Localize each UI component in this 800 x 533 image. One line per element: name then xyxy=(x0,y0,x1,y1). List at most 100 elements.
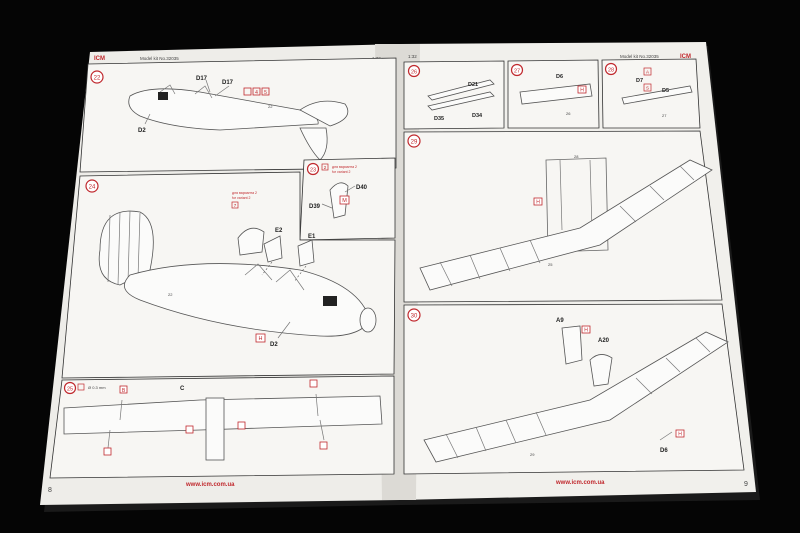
label-e2: E2 xyxy=(275,228,283,234)
ref-28: 28 xyxy=(574,154,579,159)
label-d35: D35 xyxy=(434,116,444,122)
paint-flag-5-text: 5 xyxy=(264,90,267,96)
color-h-30b xyxy=(675,429,685,438)
wing-30 xyxy=(423,331,729,463)
step-22-number: 22 xyxy=(94,76,101,82)
ref-27: 27 xyxy=(662,113,667,118)
ref-25: 25 xyxy=(548,262,553,267)
variant-flag-23-text: 2 xyxy=(324,165,327,170)
color-h-30a-text: H xyxy=(584,328,588,334)
label-d2-24: D2 xyxy=(270,342,278,348)
left-page: Model kit No.32035 ICM 1:32 22 D17 D17 D… xyxy=(40,44,400,505)
cockpit-outline-22a xyxy=(159,84,176,95)
fuselage-drawing-22 xyxy=(128,88,319,131)
step-27-badge xyxy=(510,63,524,77)
label-d7: D7 xyxy=(636,78,643,84)
color-h-27-text: H xyxy=(580,88,584,94)
tail-fin-ribs-24 xyxy=(107,210,141,286)
label-d5: D5 xyxy=(662,88,669,94)
strut-29b xyxy=(589,159,593,231)
step-29-number: 29 xyxy=(411,140,418,146)
part-d34-drawing xyxy=(427,91,495,111)
variant-en-24: for variant 2 xyxy=(232,196,251,200)
label-d39: D39 xyxy=(309,204,321,210)
wing-ribs-29 xyxy=(439,165,695,287)
variant-ru-23: для варианта 2 xyxy=(332,165,357,169)
paint-flag-a-28 xyxy=(643,67,652,76)
fuselage-drawing-24 xyxy=(123,263,371,337)
left-page-number: 8 xyxy=(48,487,52,494)
right-page-number: 9 xyxy=(744,481,748,488)
cockpit-a-24 xyxy=(244,263,273,281)
paint-flag-4-22 xyxy=(252,87,261,96)
leader-d40 xyxy=(344,185,356,193)
label-c: C xyxy=(180,386,185,392)
step-24-number: 24 xyxy=(89,185,96,191)
windscreen-e2 xyxy=(263,235,283,263)
label-d6-27: D6 xyxy=(556,74,563,80)
step-22-panel: 22 D17 D17 D2 22 4 5 xyxy=(79,57,397,173)
left-kit-number: Model kit No.32035 xyxy=(140,56,179,61)
paint-flag-5-22 xyxy=(261,87,270,96)
paint-flag-a-28-text: A xyxy=(646,70,649,75)
step-27-panel: 27 D6 H 26 xyxy=(507,59,600,129)
label-d17a: D17 xyxy=(196,76,208,82)
variant-en-23: for variant 2 xyxy=(332,170,351,174)
step-25-number: 25 xyxy=(67,387,73,393)
step-27-number: 27 xyxy=(514,69,520,75)
step-26-panel: 26 D21 D35 D34 xyxy=(403,60,505,130)
center-section-25 xyxy=(205,397,225,461)
part-a9-drawing xyxy=(561,325,583,365)
leader-d6-30 xyxy=(659,431,673,441)
label-d40: D40 xyxy=(356,185,368,191)
right-website: www.icm.com.ua xyxy=(555,480,605,486)
paint-flag-s-28-text: S xyxy=(646,86,649,91)
step-24-badge xyxy=(85,179,99,193)
frame-28-drawing xyxy=(621,85,693,105)
step-30-number: 30 xyxy=(411,314,418,320)
ref-29: 29 xyxy=(530,452,535,457)
variant-ru-24: для варианта 2 xyxy=(232,191,257,195)
step-30-panel: 30 A9 A20 H D6 H 29 xyxy=(403,303,745,475)
right-kit-number: Model kit No.32035 xyxy=(620,54,659,59)
wing-ribs-30 xyxy=(445,337,711,459)
engine-panel-22 xyxy=(158,92,168,100)
color-b-25-text: B xyxy=(122,388,126,394)
label-d34: D34 xyxy=(472,113,483,119)
leader-d17b xyxy=(214,85,230,97)
label-a9: A9 xyxy=(556,318,564,324)
step-26-frame xyxy=(403,60,505,130)
guide-e2 xyxy=(261,261,273,276)
frame-27-drawing xyxy=(519,83,593,105)
color-m-23 xyxy=(339,195,350,205)
wire-spec-25: Ø 0.3 mm xyxy=(88,385,106,390)
label-e1: E1 xyxy=(308,234,316,240)
right-page: 1:32 Model kit No.32035 ICM 26 D21 D35 D… xyxy=(400,42,756,500)
left-website: www.icm.com.ua xyxy=(185,482,235,488)
paint-flag-s-28 xyxy=(643,83,652,92)
step-24-panel: 24 для варианта 2 for variant 2 7 xyxy=(61,171,396,379)
step-30-badge xyxy=(407,308,421,322)
wing-29 xyxy=(419,159,713,291)
color-h-29-text: H xyxy=(536,200,540,206)
step-26-number: 26 xyxy=(411,70,417,76)
ref-22: 22 xyxy=(268,104,273,109)
variant-flag-24-text: 7 xyxy=(234,203,237,208)
step-23-number: 23 xyxy=(310,168,316,174)
left-brand-logo: ICM xyxy=(94,56,105,62)
color-h-29 xyxy=(533,197,543,206)
leader-d17a xyxy=(205,79,211,93)
color-h-24-text: H xyxy=(259,336,263,342)
label-d21: D21 xyxy=(468,82,478,88)
paint-flag-a-22 xyxy=(243,87,252,96)
label-d17b: D17 xyxy=(222,80,234,86)
ref-26: 26 xyxy=(566,111,571,116)
step-28-panel: 28 A S D7 D5 27 xyxy=(601,58,701,129)
color-h-24 xyxy=(255,333,266,343)
windscreen-e1 xyxy=(297,239,315,267)
label-d2-22: D2 xyxy=(138,128,146,134)
leader-d39 xyxy=(321,203,333,209)
part-d21-drawing xyxy=(427,79,495,101)
variant-flag-24 xyxy=(231,201,239,209)
